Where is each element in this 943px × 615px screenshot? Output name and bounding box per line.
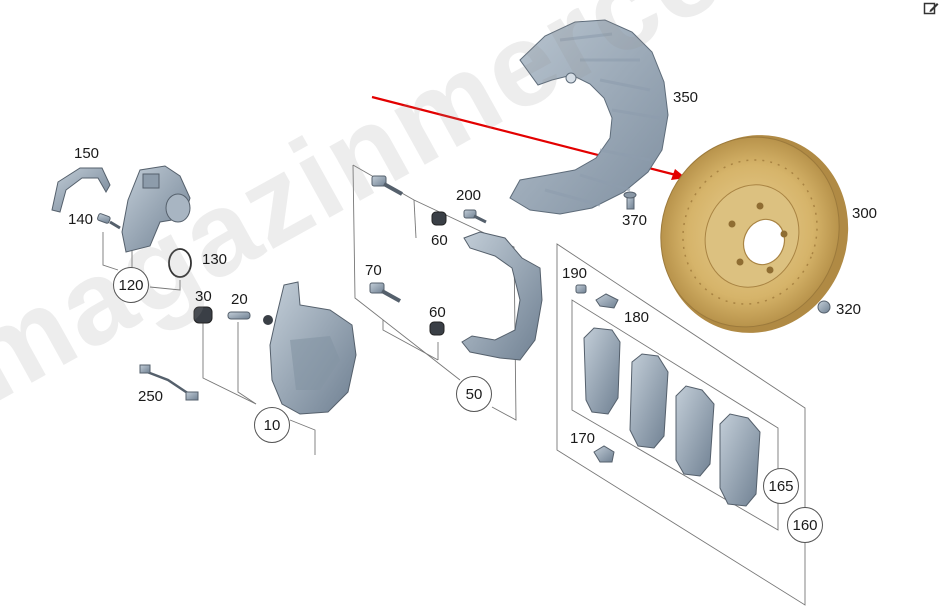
- clip-190: [575, 284, 587, 294]
- label-130: 130: [202, 251, 228, 268]
- label-150: 150: [74, 145, 100, 162]
- label-165: 165: [763, 468, 799, 504]
- label-10: 10: [254, 407, 290, 443]
- caliper-housing-10: [263, 281, 357, 415]
- label-250: 250: [138, 388, 164, 405]
- label-60-lower: 60: [429, 304, 446, 321]
- parking-brake-motor-120: [121, 165, 191, 253]
- label-190: 190: [562, 265, 588, 282]
- label-20: 20: [231, 291, 248, 308]
- label-70: 70: [365, 262, 382, 279]
- wear-sensor-250: [139, 364, 199, 401]
- clip-180: [595, 293, 619, 309]
- label-170: 170: [570, 430, 596, 447]
- label-180: 180: [624, 309, 650, 326]
- o-ring-130: [168, 248, 192, 278]
- label-200: 200: [456, 187, 482, 204]
- caliper-carrier-50: [461, 231, 543, 361]
- leader-lines: [102, 164, 806, 606]
- label-60-upper: 60: [431, 232, 448, 249]
- label-120: 120: [113, 267, 149, 303]
- bracket-150: [51, 167, 111, 213]
- label-370: 370: [622, 212, 648, 229]
- dust-shield-350: [509, 19, 669, 215]
- brake-disc-300: [660, 135, 849, 333]
- guide-pin-20: [227, 311, 251, 320]
- screw-140: [97, 213, 121, 230]
- bolt-320: [817, 300, 831, 314]
- spring-170: [593, 445, 615, 463]
- label-350: 350: [673, 89, 699, 106]
- label-50: 50: [456, 376, 492, 412]
- label-30: 30: [195, 288, 212, 305]
- bushings-60: [429, 211, 447, 336]
- label-300: 300: [852, 205, 878, 222]
- bushing-30: [193, 306, 213, 324]
- label-160: 160: [787, 507, 823, 543]
- edit-icon[interactable]: [923, 0, 939, 16]
- brake-pads-165: [583, 327, 761, 507]
- bolt-200: [463, 209, 487, 224]
- bolts-70: [369, 175, 403, 303]
- label-320: 320: [836, 301, 862, 318]
- screw-370: [623, 191, 637, 210]
- label-140: 140: [68, 211, 94, 228]
